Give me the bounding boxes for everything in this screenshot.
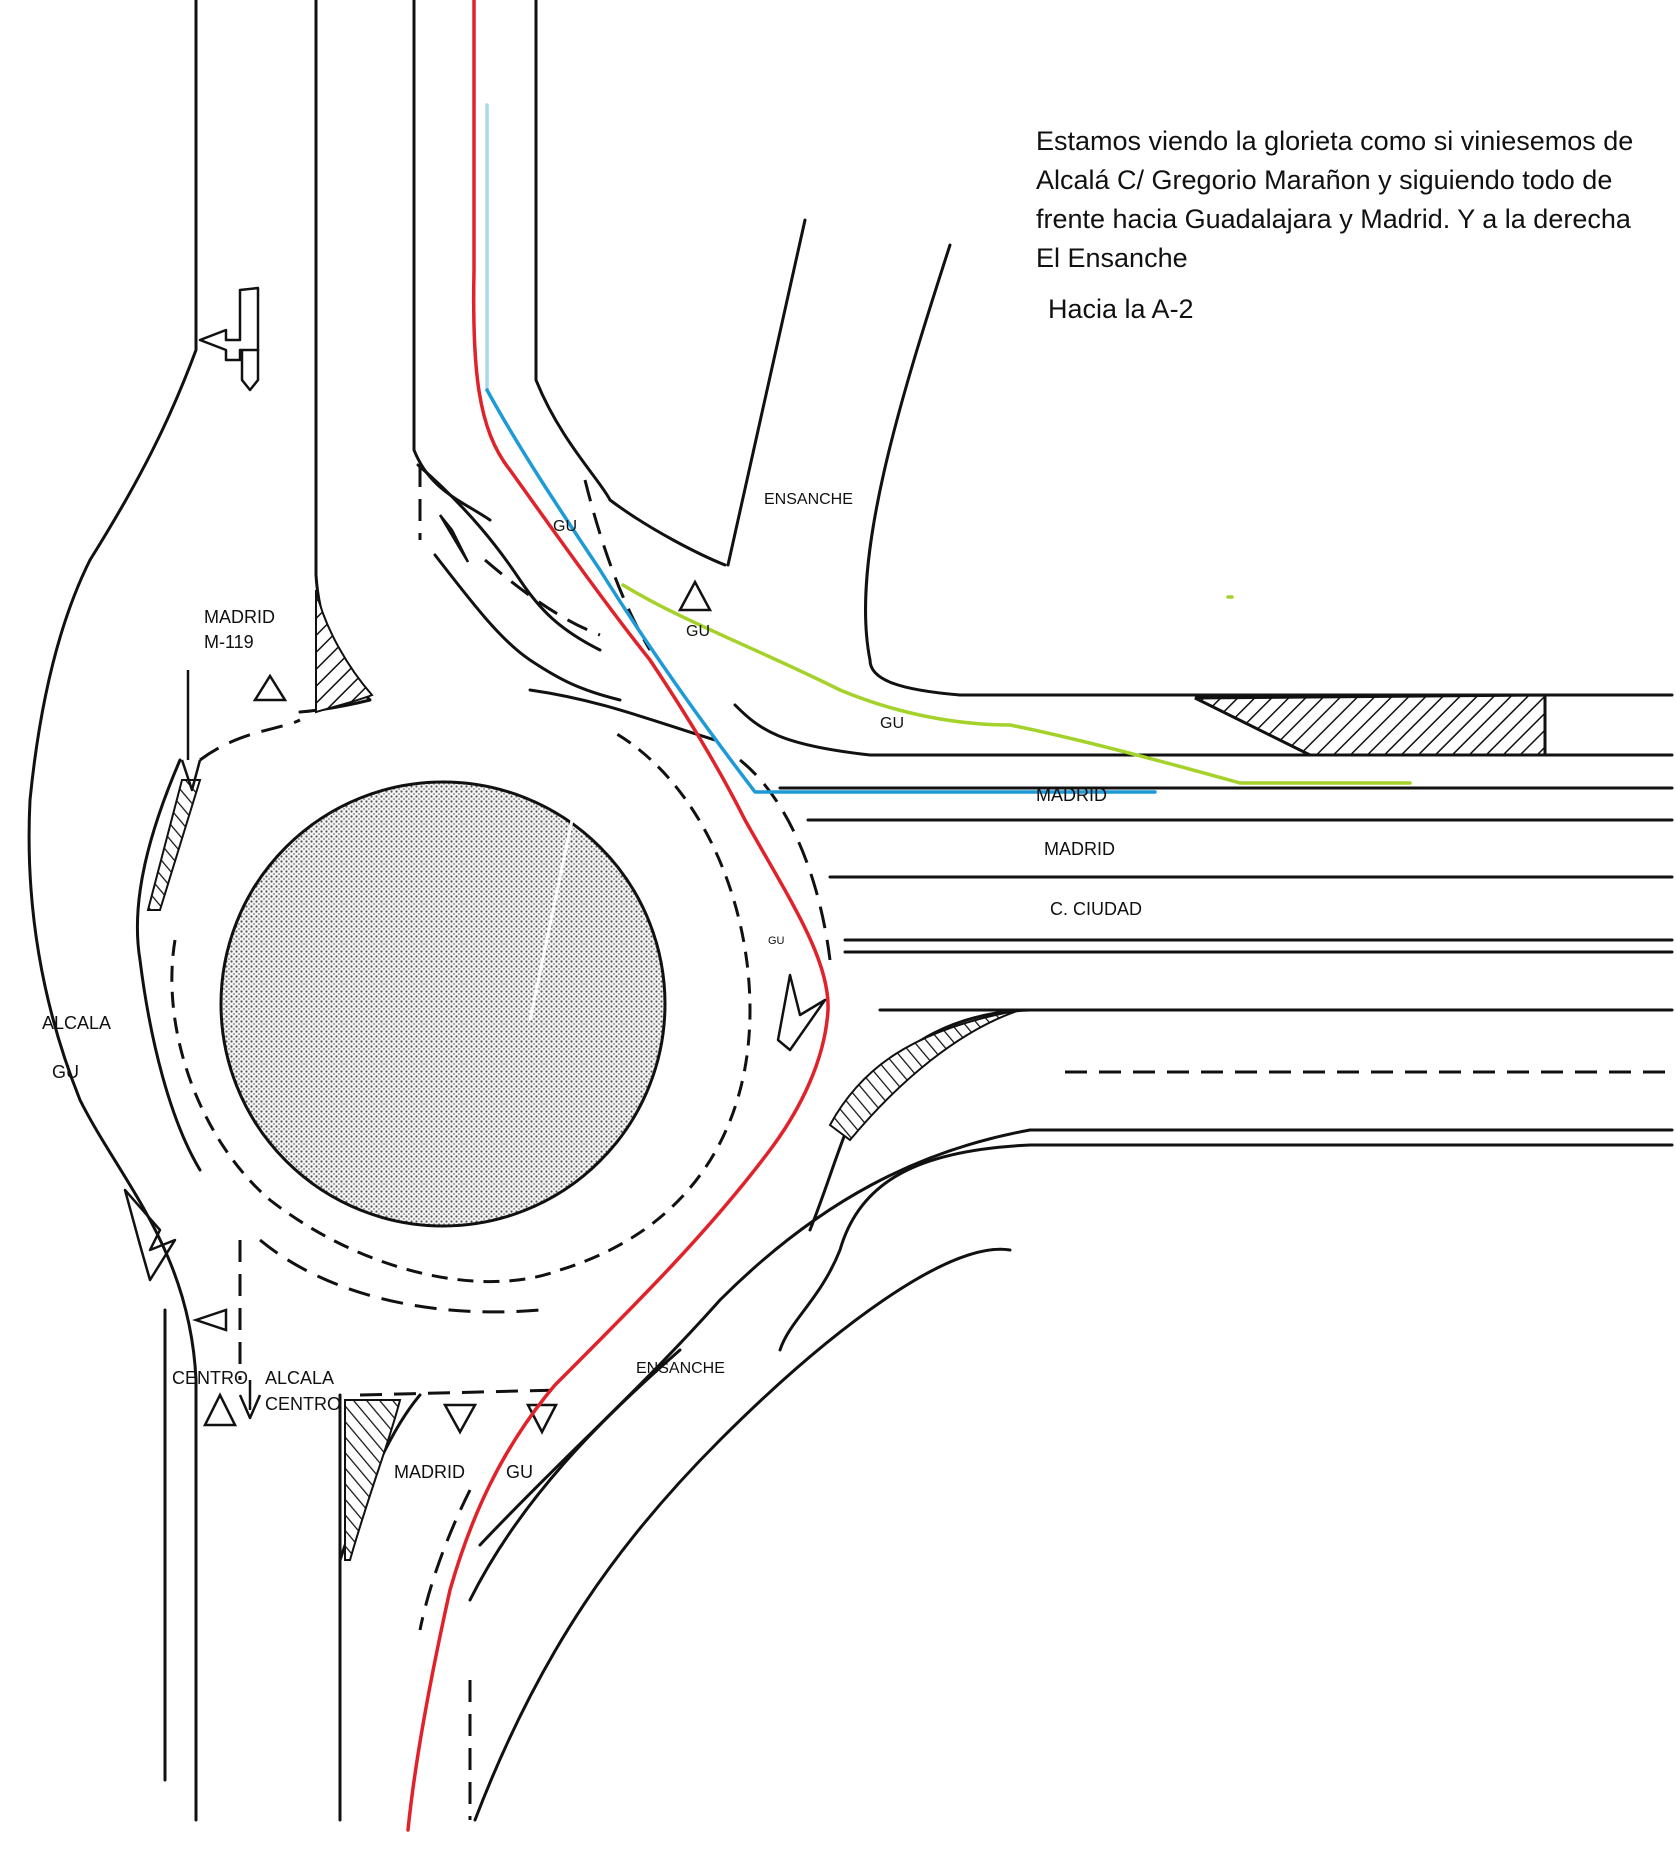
bottom-dash-2 [418, 1489, 472, 1631]
hatched-island-icon [1194, 693, 1547, 757]
zigzag-arrow-icon [776, 973, 827, 1052]
east-road-bottom-curve [478, 1128, 1032, 1547]
zigzag-arrow-icon [123, 1188, 177, 1282]
yield-triangle-icon [442, 1403, 478, 1435]
hatched-island-icon [315, 589, 374, 714]
bottom-dash-1 [359, 1388, 561, 1397]
top-dash-inner [484, 558, 601, 637]
east-road-top-edge [733, 703, 1674, 757]
turn-arrow-icon [240, 350, 260, 392]
label-alcala-left: ALCALA [42, 1013, 111, 1033]
south-road-inner [468, 1348, 682, 1602]
ensanche-road-edge-2 [864, 243, 952, 662]
labels: ENSANCHE GU GU GU GU MADRID M-119 MADRID… [42, 491, 1142, 1482]
down-arrow-icon [180, 670, 202, 792]
hatched-island-icon [828, 1009, 1021, 1142]
central-island-icon [219, 780, 667, 1228]
route-red [406, 0, 830, 1832]
direction-arrows [123, 286, 827, 1420]
label-gu-left: GU [52, 1062, 79, 1082]
label-gu-yield: GU [686, 623, 710, 640]
label-madrid-bottom: MADRID [394, 1462, 465, 1482]
yield-signs [192, 514, 713, 1435]
route-blue [485, 388, 1157, 794]
label-gu-bottom: GU [506, 1462, 533, 1482]
label-ensanche-bottom: ENSANCHE [636, 1360, 725, 1377]
label-centro-left: CENTRO [172, 1368, 248, 1388]
label-alcala-centro-line2: CENTRO [265, 1394, 341, 1414]
yield-triangle-icon [438, 514, 470, 563]
yield-triangle-icon [677, 579, 713, 612]
ring-dash-right [739, 758, 832, 961]
label-gu-right-lane: GU [880, 715, 904, 732]
label-madrid-m119-line1: MADRID [204, 607, 275, 627]
south-road-outer [473, 1247, 1012, 1822]
route-green [621, 583, 1412, 785]
ring-dash-bottom [259, 1238, 541, 1314]
east-road-curve-1 [778, 1143, 1032, 1352]
label-alcala-centro-line1: ALCALA [265, 1368, 334, 1388]
description-note: Estamos viendo la glorieta como si vinie… [1036, 122, 1636, 329]
top-island-left [416, 463, 602, 652]
note-subtext: Hacia la A-2 [1048, 294, 1194, 324]
hatched-island-icon [344, 1399, 402, 1561]
ring-inner-edge [170, 728, 752, 1284]
top-island-base [528, 688, 717, 742]
label-gu-ramp: GU [553, 518, 577, 535]
label-ensanche-top: ENSANCHE [764, 491, 853, 508]
label-gu-ring: GU [768, 935, 785, 947]
ensanche-corner [868, 658, 1674, 697]
top-island-lower [433, 553, 622, 702]
ensanche-road-edge-1 [726, 218, 807, 567]
top-road-right-edge [534, 0, 727, 567]
yield-triangle-icon [202, 1392, 238, 1427]
hatched-strip-icon [146, 779, 202, 911]
yield-triangle-icon [192, 1308, 228, 1332]
label-madrid-lane2: MADRID [1044, 839, 1115, 859]
label-c-ciudad: C. CIUDAD [1050, 899, 1142, 919]
yield-triangle-icon [525, 1403, 559, 1435]
left-road-outer-edge [27, 0, 198, 1822]
ring-dash-top [199, 718, 301, 762]
note-text: Estamos viendo la glorieta como si vinie… [1036, 126, 1634, 273]
routes [406, 0, 1412, 1832]
turn-arrow-icon [198, 286, 260, 362]
down-arrow-icon [238, 1380, 262, 1420]
yield-triangle-icon [252, 673, 288, 702]
top-road-left-edge [412, 0, 492, 522]
label-madrid-lane1: MADRID [1036, 785, 1107, 805]
left-ring-edge [135, 758, 202, 1172]
label-madrid-m119-line2: M-119 [204, 632, 254, 652]
